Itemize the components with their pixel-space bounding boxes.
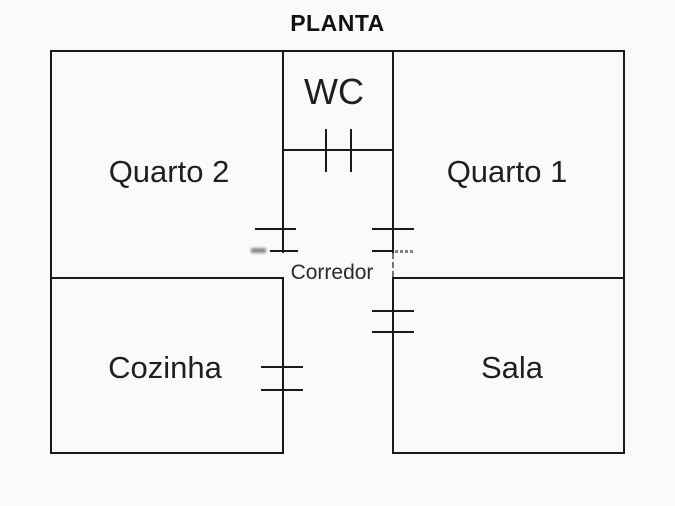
wall-sala-left [392,277,394,454]
wall-bottom-cozinha [50,452,284,454]
wall-divider-quarto1-sala [392,277,625,279]
room-label-quarto1: Quarto 1 [446,154,568,189]
wall-divider-quarto2-cozinha [50,277,284,279]
quarto2-door-tick-1 [255,228,296,230]
wall-outer-left [50,50,52,454]
wc-door-tick-1 [325,129,327,172]
room-label-wc: WC [304,71,364,112]
room-label-corredor: Corredor [290,261,374,284]
cozinha-door-tick-1 [261,366,303,368]
quarto2-door-artifact [251,248,266,253]
quarto1-door-tick-2-faded [395,250,415,253]
quarto1-door-tick-1 [372,228,414,230]
sala-door-tick-1 [372,310,414,312]
wc-door-tick-2 [350,129,352,172]
sala-door-tick-2 [372,331,414,333]
room-label-quarto2: Quarto 2 [108,154,230,189]
wall-bottom-sala [392,452,625,454]
quarto1-door-tick-2 [372,250,394,252]
wall-outer-top [50,50,625,52]
wall-outer-right [623,50,625,454]
wall-wc-bottom [282,149,394,151]
room-label-cozinha: Cozinha [108,350,222,385]
cozinha-door-tick-2 [261,389,303,391]
plan-title: PLANTA [290,10,385,36]
room-label-sala: Sala [480,350,544,385]
wall-corridor-faded-segment [392,253,394,277]
wall-wc-left [282,50,284,253]
quarto2-door-tick-2 [270,250,298,252]
wall-wc-right [392,50,394,253]
wall-cozinha-right [282,277,284,454]
